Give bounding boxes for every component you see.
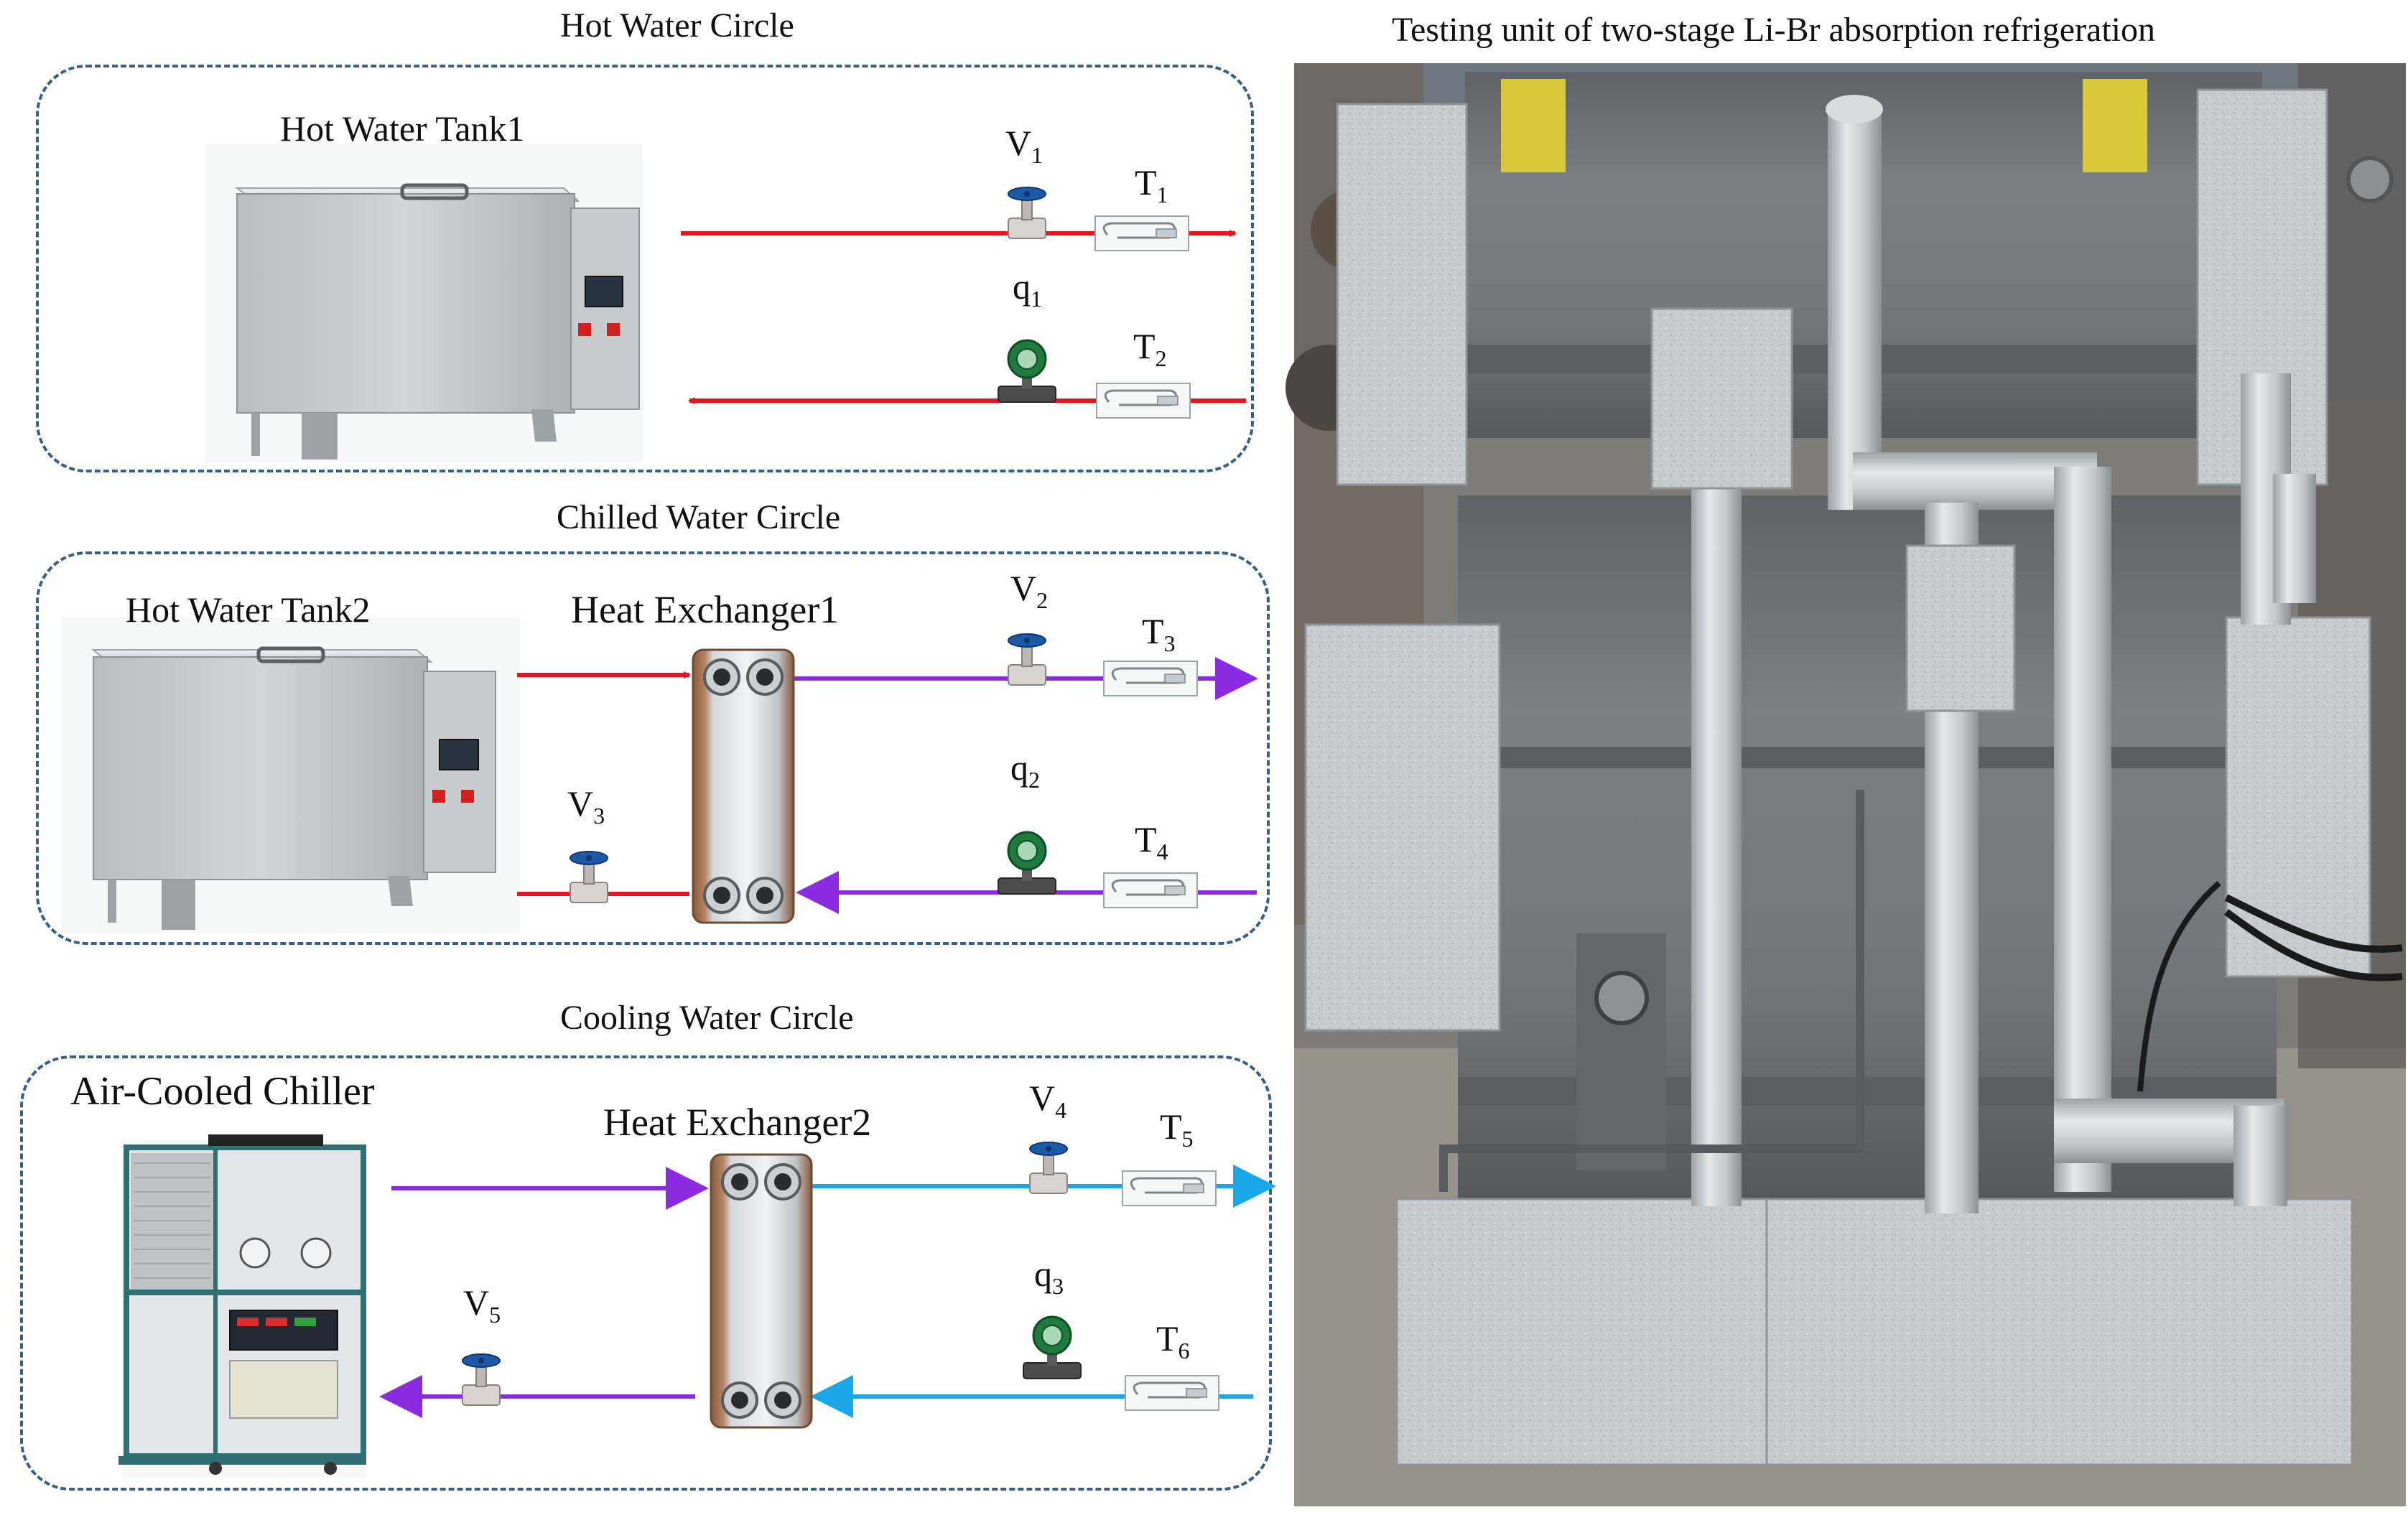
testing-unit-title: Testing unit of two-stage Li-Br absorpti… <box>1392 11 2156 49</box>
hot-water-circle-title: Hot Water Circle <box>560 6 794 45</box>
temperature-sensor-t6-icon <box>1124 1374 1220 1412</box>
flowmeter-q1-sub: 1 <box>1031 286 1042 312</box>
valve-v1-sub: 1 <box>1031 142 1043 168</box>
valve-v5-icon <box>462 1353 501 1406</box>
valve-v5-letter: V <box>463 1282 490 1323</box>
sensor-t4-sub: 4 <box>1156 839 1168 864</box>
valve-v1-label: V1 <box>1005 122 1043 169</box>
sensor-t5-sub: 5 <box>1181 1126 1194 1152</box>
sensor-t2-letter: T <box>1133 326 1156 366</box>
sensor-t6-letter: T <box>1156 1318 1179 1358</box>
valve-v4-letter: V <box>1029 1078 1056 1118</box>
hot-water-tank-2-label: Hot Water Tank2 <box>126 589 371 630</box>
heat-exchanger-1-icon <box>692 648 795 924</box>
flowmeter-q3-icon <box>1022 1315 1082 1380</box>
temperature-sensor-t5-icon <box>1121 1170 1217 1207</box>
temperature-sensor-t3-icon <box>1102 660 1199 697</box>
valve-v2-sub: 2 <box>1036 587 1049 613</box>
temperature-sensor-t4-icon <box>1102 872 1199 909</box>
valve-v2-icon <box>1008 633 1046 686</box>
sensor-t1-letter: T <box>1135 162 1157 202</box>
valve-v4-label: V4 <box>1029 1077 1066 1124</box>
valve-v2-label: V2 <box>1010 567 1048 614</box>
sensor-t6-label: T6 <box>1156 1318 1190 1364</box>
valve-v1-icon <box>1008 187 1046 239</box>
flowmeter-q1-letter: q <box>1013 266 1031 307</box>
sensor-t3-label: T3 <box>1142 610 1176 657</box>
heat-exchanger-2-icon <box>710 1153 813 1429</box>
cooling-water-circle-box <box>20 1055 1272 1491</box>
valve-v3-letter: V <box>567 783 594 824</box>
temperature-sensor-t2-icon <box>1095 382 1191 419</box>
hot-water-circle-box <box>36 65 1254 472</box>
hot-water-tank-1-label: Hot Water Tank1 <box>280 108 525 149</box>
cooling-water-circle-title: Cooling Water Circle <box>560 999 854 1037</box>
sensor-t5-letter: T <box>1160 1106 1182 1147</box>
heat-exchanger-2-label: Heat Exchanger2 <box>603 1101 872 1144</box>
sensor-t2-sub: 2 <box>1155 345 1167 371</box>
sensor-t5-label: T5 <box>1160 1106 1194 1152</box>
air-cooled-chiller <box>118 1134 366 1478</box>
sensor-t3-sub: 3 <box>1163 630 1176 656</box>
sensor-t3-letter: T <box>1142 611 1164 651</box>
flowmeter-q1-label: q1 <box>1013 266 1042 312</box>
air-cooled-chiller-label: Air-Cooled Chiller <box>70 1069 375 1114</box>
flowmeter-q2-icon <box>997 831 1057 895</box>
flowmeter-q3-sub: 3 <box>1052 1273 1064 1299</box>
valve-v3-label: V3 <box>567 783 605 829</box>
sensor-t4-label: T4 <box>1135 819 1168 865</box>
sensor-t1-label: T1 <box>1135 162 1168 208</box>
valve-v4-sub: 4 <box>1055 1097 1067 1123</box>
temperature-sensor-t1-icon <box>1094 215 1190 252</box>
sensor-t1-sub: 1 <box>1156 182 1168 208</box>
hot-water-tank-1 <box>205 144 643 463</box>
heat-exchanger-1-label: Heat Exchanger1 <box>571 588 840 631</box>
valve-v3-icon <box>570 851 608 903</box>
chilled-water-circle-box <box>36 551 1270 945</box>
valve-v4-icon <box>1029 1142 1068 1194</box>
valve-v2-letter: V <box>1010 568 1037 608</box>
flowmeter-q3-letter: q <box>1034 1254 1052 1294</box>
flowmeter-q2-label: q2 <box>1010 747 1040 793</box>
flowmeter-q3-label: q3 <box>1034 1253 1064 1300</box>
valve-v5-sub: 5 <box>489 1302 501 1328</box>
valve-v1-letter: V <box>1005 123 1032 163</box>
chilled-water-circle-title: Chilled Water Circle <box>557 498 841 536</box>
absorption-refrigeration-unit-illustration <box>1286 63 2406 1506</box>
sensor-t2-label: T2 <box>1133 325 1167 372</box>
flowmeter-q1-icon <box>997 339 1057 404</box>
flowmeter-q2-letter: q <box>1010 747 1028 788</box>
sensor-t4-letter: T <box>1135 819 1157 859</box>
valve-v3-sub: 3 <box>593 803 605 829</box>
flowmeter-q2-sub: 2 <box>1028 767 1040 793</box>
valve-v5-label: V5 <box>463 1282 501 1328</box>
sensor-t6-sub: 6 <box>1178 1338 1190 1364</box>
hot-water-tank-2 <box>61 617 521 933</box>
